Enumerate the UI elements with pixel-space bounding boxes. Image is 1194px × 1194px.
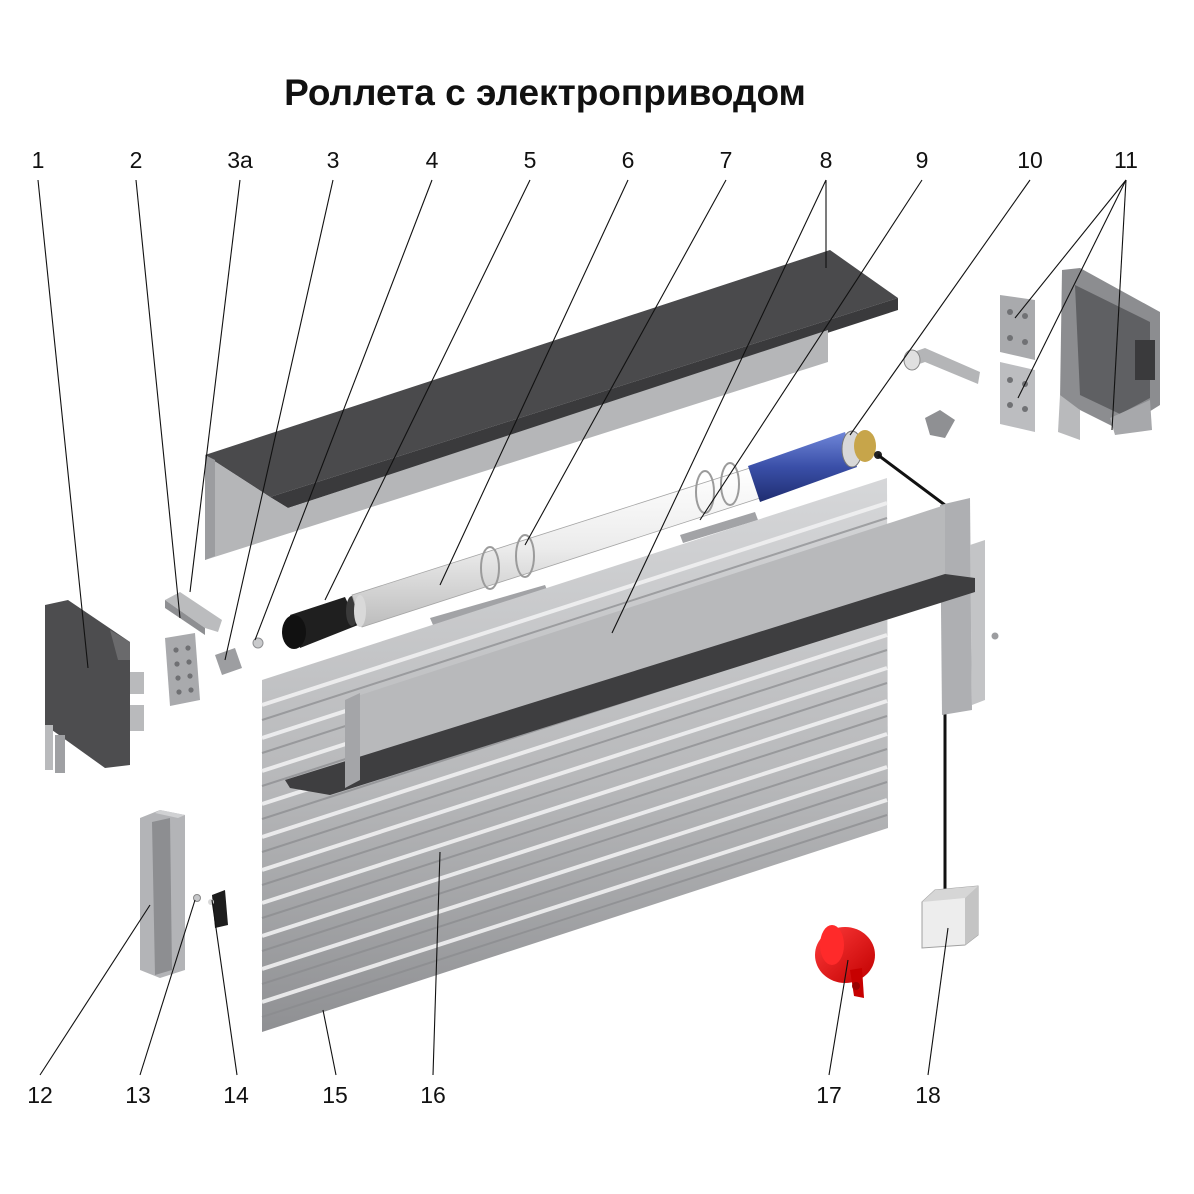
box-top-cover bbox=[205, 250, 898, 560]
right-guide-rail bbox=[940, 498, 999, 715]
callout-16: 16 bbox=[420, 1082, 446, 1108]
box-front-panel bbox=[285, 505, 975, 795]
callout-15: 15 bbox=[322, 1082, 348, 1108]
callout-2: 2 bbox=[130, 147, 143, 173]
callout-9: 9 bbox=[916, 147, 929, 173]
callout-3a: 3а bbox=[227, 147, 253, 173]
callout-13: 13 bbox=[125, 1082, 151, 1108]
callout-18: 18 bbox=[915, 1082, 941, 1108]
callout-3: 3 bbox=[327, 147, 340, 173]
wall-switch-box bbox=[921, 885, 979, 949]
callout-14: 14 bbox=[223, 1082, 249, 1108]
tube-clips bbox=[430, 512, 758, 625]
right-end-cap bbox=[1058, 268, 1160, 440]
manual-winder-red bbox=[815, 925, 875, 998]
right-hanger-bracket bbox=[903, 348, 980, 438]
callout-17: 17 bbox=[816, 1082, 842, 1108]
callout-5: 5 bbox=[524, 147, 537, 173]
left-bracket-parts bbox=[165, 592, 264, 706]
leader-lines bbox=[37, 179, 1127, 1076]
right-mount-plates bbox=[1000, 295, 1035, 432]
callout-6: 6 bbox=[622, 147, 635, 173]
callout-10: 10 bbox=[1017, 147, 1043, 173]
rail-stopper bbox=[208, 890, 228, 928]
guide-rail bbox=[140, 810, 185, 978]
left-end-cap bbox=[45, 600, 144, 773]
callout-12: 12 bbox=[27, 1082, 53, 1108]
callout-8: 8 bbox=[820, 147, 833, 173]
diagram-title: Роллета с электроприводом bbox=[284, 72, 806, 113]
callout-7: 7 bbox=[720, 147, 733, 173]
tube-end-plug bbox=[282, 596, 358, 649]
tubular-motor bbox=[748, 430, 882, 502]
callout-1: 1 bbox=[32, 147, 45, 173]
callout-numbers: 1 2 3а 3 4 5 6 7 8 9 10 11 12 13 14 15 1… bbox=[27, 147, 1138, 1108]
rail-screw bbox=[193, 894, 201, 902]
callout-11: 11 bbox=[1114, 147, 1138, 173]
callout-4: 4 bbox=[426, 147, 439, 173]
